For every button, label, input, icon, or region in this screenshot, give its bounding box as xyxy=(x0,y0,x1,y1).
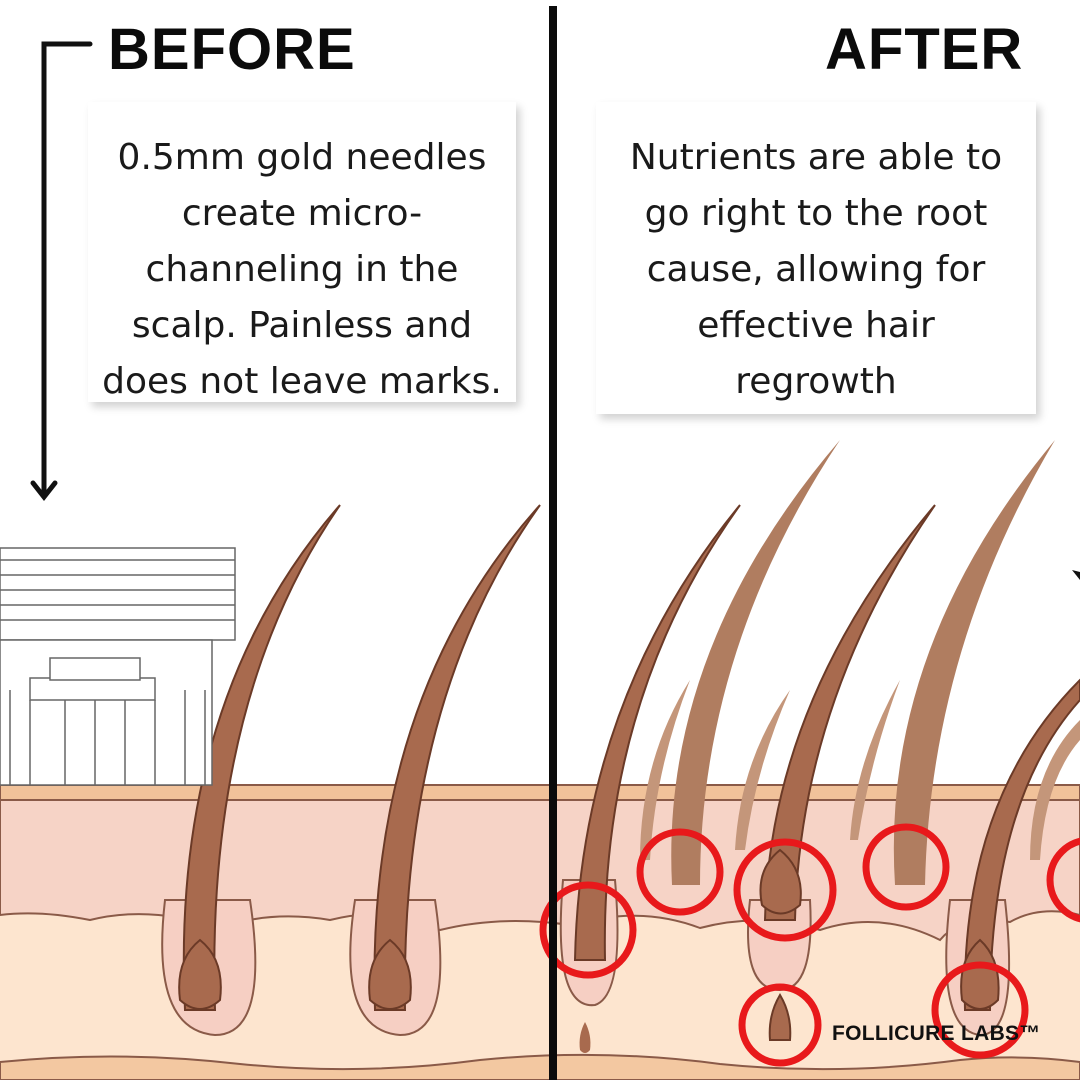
hair-bulb xyxy=(759,848,802,915)
hair-strand xyxy=(893,440,1055,885)
hair-strand xyxy=(850,680,900,840)
hair-bulb xyxy=(368,938,412,1010)
hair-strand xyxy=(573,504,741,961)
before-caption-box: 0.5mm gold needles create micro- channel… xyxy=(88,102,516,402)
nutrient-droplet xyxy=(579,1022,591,1053)
down-arrow-icon xyxy=(30,41,93,502)
brand-logo-text: FOLLICURE LABS™ xyxy=(832,1022,1041,1045)
highlight-circles xyxy=(539,823,1080,1067)
highlight-circle xyxy=(636,828,724,916)
arrow-tip-icon xyxy=(1072,570,1080,580)
microneedle-roller xyxy=(0,547,236,786)
after-caption-box: Nutrients are able to go right to the ro… xyxy=(596,102,1036,414)
hair-strand xyxy=(671,440,840,885)
highlight-circle xyxy=(862,823,950,911)
new-hair-bud xyxy=(768,993,792,1041)
hair-strand xyxy=(640,680,690,860)
highlight-circle xyxy=(1046,837,1080,923)
hair-strand xyxy=(735,690,790,850)
hair-strand xyxy=(1030,720,1080,860)
highlight-circle xyxy=(738,983,822,1067)
highlight-circle xyxy=(931,961,1029,1059)
lower-skin-wave xyxy=(0,1053,1080,1080)
hair-bulb xyxy=(178,938,222,1010)
hair-strand xyxy=(963,678,1080,1011)
before-heading: BEFORE xyxy=(108,17,356,82)
highlight-circle xyxy=(539,881,637,979)
highlight-circle xyxy=(733,838,837,942)
after-heading: AFTER xyxy=(825,17,1024,82)
